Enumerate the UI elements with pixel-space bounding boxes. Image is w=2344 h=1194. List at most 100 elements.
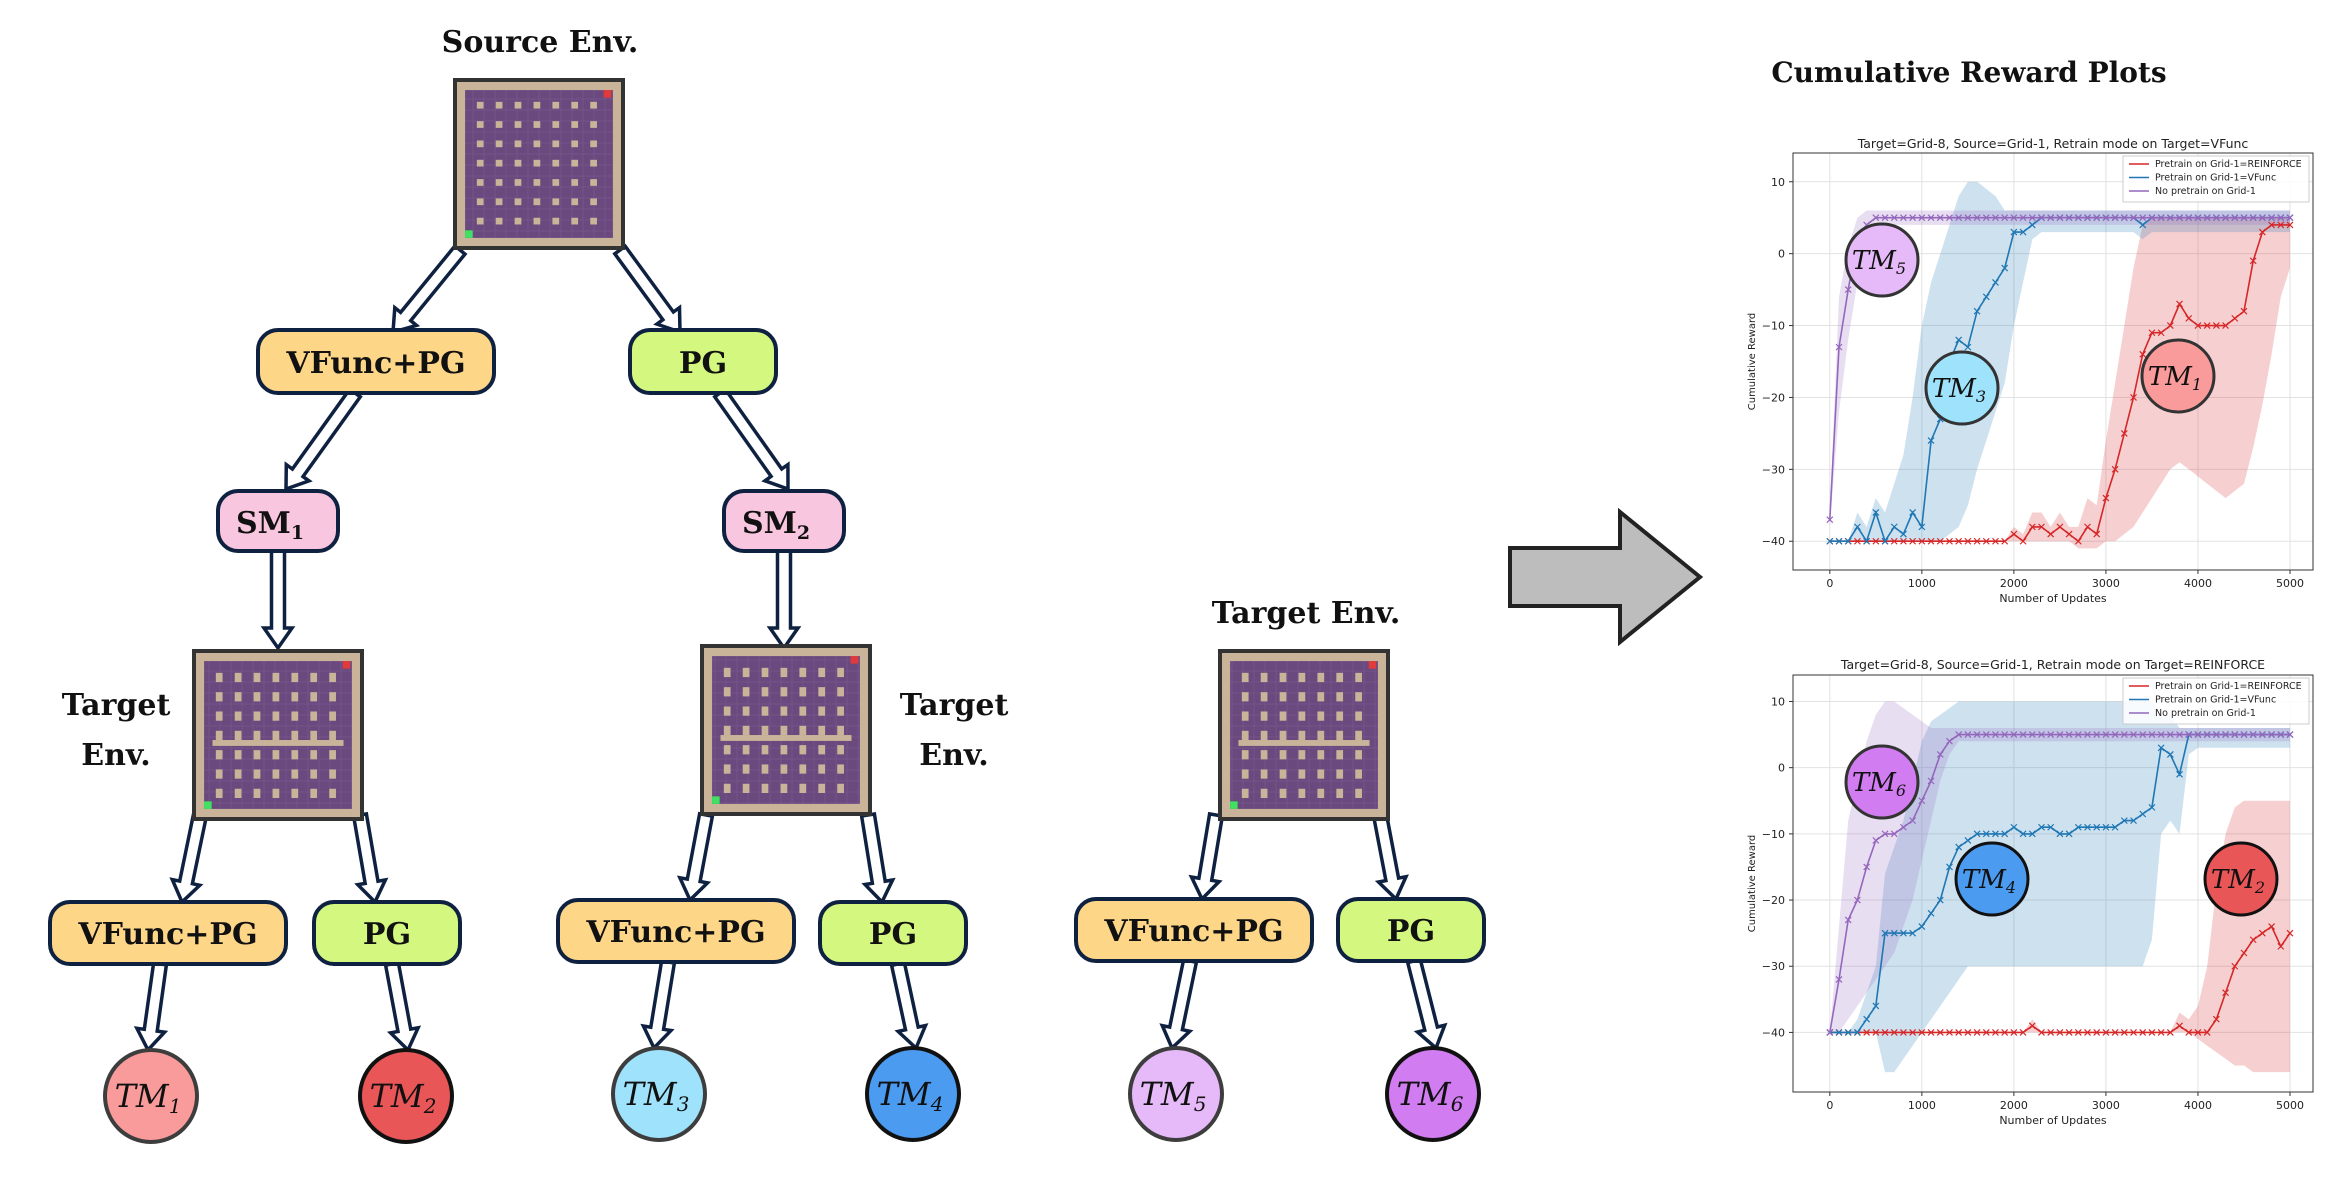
data-point xyxy=(1992,830,1999,838)
x-tick-label: 5000 xyxy=(2276,577,2304,590)
tm6-node: TM6 xyxy=(1385,1046,1481,1142)
env-wall-right xyxy=(351,651,362,819)
data-point xyxy=(1918,537,1926,545)
chart-tm2-label: TM xyxy=(2211,865,2256,895)
env-obstacle xyxy=(476,101,484,109)
data-point xyxy=(2139,810,2147,818)
data-point xyxy=(2093,823,2101,831)
legend-entry: Pretrain on Grid-1=REINFORCE xyxy=(2155,681,2302,692)
data-point xyxy=(1881,537,1889,545)
env-obstacle xyxy=(742,783,750,793)
env-obstacle xyxy=(253,730,261,741)
data-point xyxy=(2231,214,2239,222)
data-point xyxy=(2038,1029,2045,1036)
x-tick-label: 3000 xyxy=(2092,577,2120,590)
env-wall-left xyxy=(455,80,466,248)
plot-frame xyxy=(1792,674,2314,1093)
env-obstacle xyxy=(742,745,750,755)
env-obstacle xyxy=(818,764,826,774)
env-obstacle xyxy=(723,764,731,774)
env-obstacle xyxy=(1241,692,1249,702)
env-obstacle xyxy=(476,198,484,206)
env-obstacle xyxy=(1317,788,1325,798)
arrow-target3-to-pg xyxy=(1371,811,1409,902)
arrow-pg-to-sm2 xyxy=(712,386,790,492)
env-obstacle xyxy=(837,745,844,755)
env-obstacle xyxy=(329,769,336,779)
data-point xyxy=(1973,214,1981,222)
data-point xyxy=(1955,731,1963,738)
data-point xyxy=(1982,293,1990,301)
data-point xyxy=(1909,537,1917,545)
sm2-box xyxy=(722,489,846,553)
env-wall-left xyxy=(702,646,713,814)
data-point xyxy=(2249,936,2257,944)
env-obstacle xyxy=(761,783,769,793)
data-point xyxy=(2065,530,2073,538)
env-obstacle xyxy=(571,101,579,109)
vfunc-pg-box-2 xyxy=(556,898,796,964)
env-obstacle xyxy=(1260,711,1268,721)
env-wall-left xyxy=(194,651,205,819)
data-point xyxy=(1955,214,1963,222)
data-point xyxy=(2268,221,2276,229)
data-point xyxy=(2047,823,2055,831)
env-obstacle xyxy=(552,198,560,206)
data-point xyxy=(2203,1029,2211,1036)
env-obstacle xyxy=(1241,769,1249,779)
data-point xyxy=(2010,530,2018,538)
data-point xyxy=(2074,731,2082,738)
tm1-label: TM xyxy=(115,1077,170,1115)
data-point xyxy=(2249,257,2257,265)
data-point xyxy=(2084,1029,2091,1036)
env-obstacle xyxy=(272,692,280,702)
env-obstacle xyxy=(1260,692,1268,702)
env-obstacle xyxy=(514,140,522,148)
env-obstacle xyxy=(780,706,788,716)
data-point xyxy=(2111,465,2119,473)
y-tick-label: 0 xyxy=(1778,248,1785,261)
data-point xyxy=(2258,214,2266,222)
data-point xyxy=(2010,214,2018,222)
env-obstacle xyxy=(1317,750,1325,760)
env-obstacle xyxy=(215,730,223,741)
chart-tm4-text: TM4 xyxy=(1962,865,2016,897)
legend-entry: Pretrain on Grid-1=REINFORCE xyxy=(2155,159,2302,170)
data-point xyxy=(2194,1029,2202,1036)
data-point xyxy=(2120,817,2128,825)
data-point xyxy=(1992,731,1999,738)
data-point xyxy=(1872,837,1880,844)
env-obstacle xyxy=(329,672,336,683)
data-point xyxy=(2038,214,2045,222)
env-obstacle xyxy=(1241,788,1249,798)
env-obstacle xyxy=(310,672,318,683)
env-obstacle xyxy=(215,788,223,798)
data-point xyxy=(1881,1029,1889,1036)
tm6-text: TM6 xyxy=(1397,1075,1464,1116)
tm2-node: TM2 xyxy=(358,1048,454,1144)
data-point xyxy=(1927,909,1935,917)
env-obstacle xyxy=(310,750,318,760)
tm1-circle xyxy=(103,1048,199,1144)
env-obstacle xyxy=(761,667,769,678)
data-point xyxy=(1918,523,1926,531)
env-obstacle xyxy=(514,159,522,167)
env-obstacle xyxy=(742,706,750,716)
pg-label-3: PG xyxy=(1387,914,1435,949)
env-obstacle xyxy=(1336,730,1344,741)
data-point xyxy=(1872,509,1880,516)
env-border xyxy=(192,649,364,821)
env-obstacle xyxy=(818,745,826,755)
env-obstacle xyxy=(590,159,597,167)
env-obstacle xyxy=(1298,788,1306,798)
data-point xyxy=(1844,286,1852,294)
data-point xyxy=(2074,1029,2082,1036)
env-obstacle xyxy=(780,783,788,793)
env-obstacle xyxy=(329,730,336,741)
env-wall-top xyxy=(455,80,623,91)
data-point xyxy=(2176,731,2183,738)
env-obstacle xyxy=(1298,711,1306,721)
env-obstacle xyxy=(1317,769,1325,779)
env-obstacle xyxy=(1355,672,1362,683)
chart-tm1-label: TM xyxy=(2148,362,2193,392)
